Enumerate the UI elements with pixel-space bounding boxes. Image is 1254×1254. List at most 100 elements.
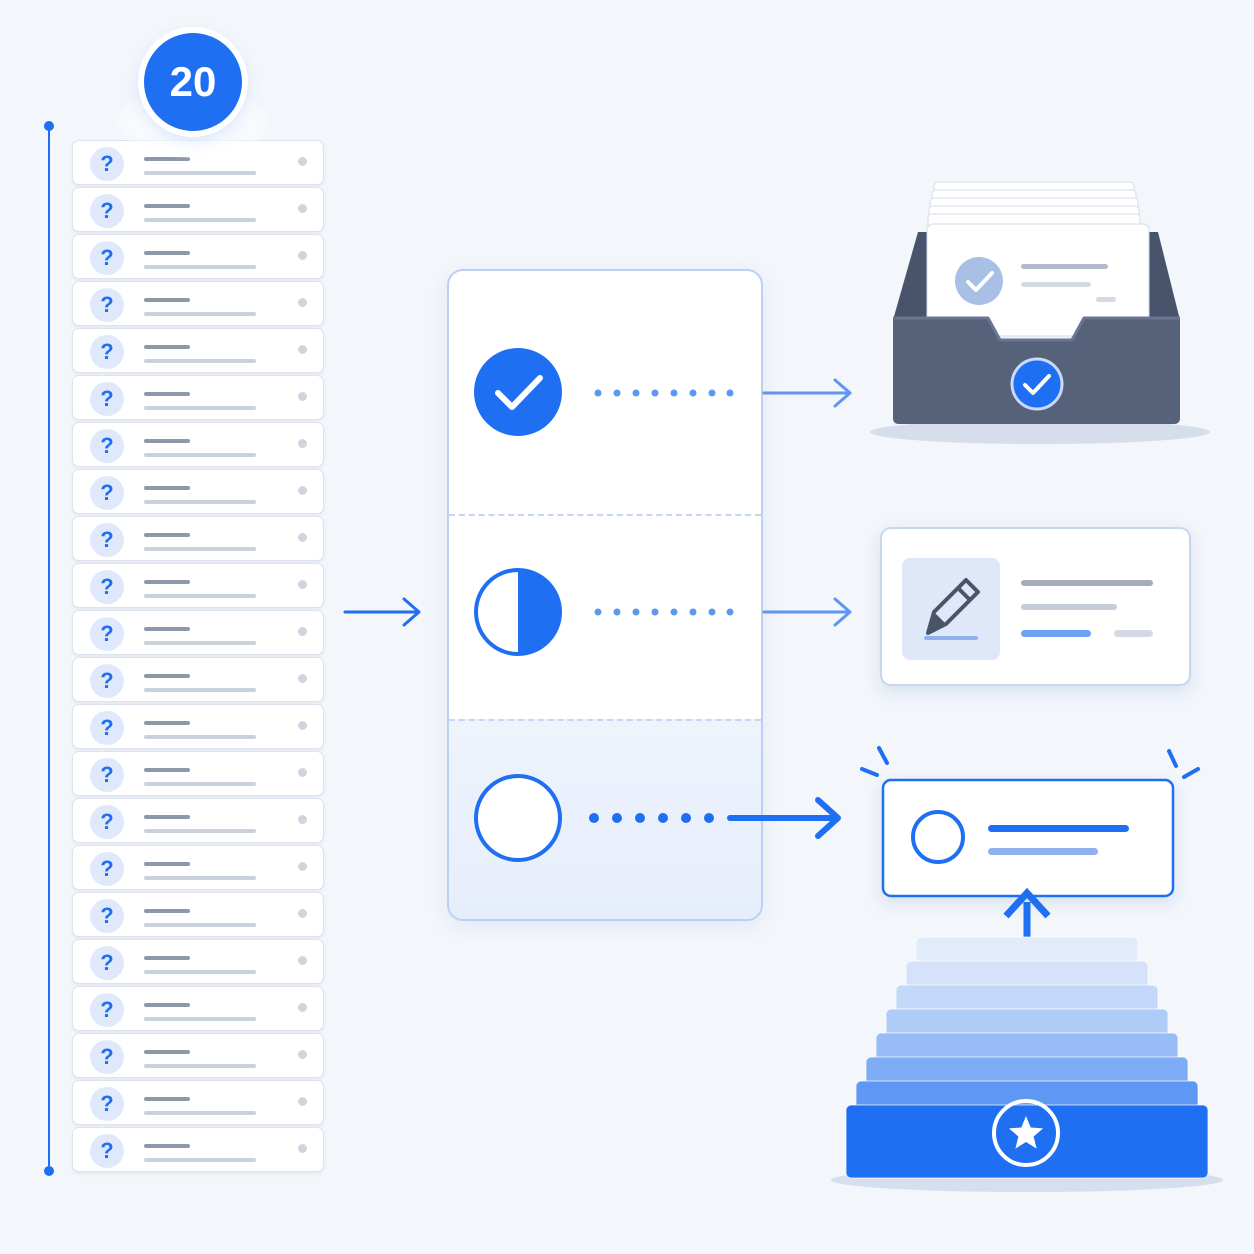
card-text-line (144, 406, 256, 410)
question-card: ? (72, 798, 324, 843)
card-title-line (144, 1144, 190, 1148)
star-icon (992, 1099, 1060, 1167)
count-badge: 20 (144, 33, 242, 131)
card-status-dot (298, 439, 307, 448)
card-title-line (144, 251, 190, 255)
dotted-connector-2 (594, 608, 734, 616)
card-text-line (144, 641, 256, 645)
card-text-line (144, 453, 256, 457)
question-card: ? (72, 281, 324, 326)
card-text-line (144, 218, 256, 222)
card-title-line (144, 862, 190, 866)
card-status-dot (298, 486, 307, 495)
question-card: ? (72, 516, 324, 561)
card-text-line (144, 171, 256, 175)
question-card: ? (72, 986, 324, 1031)
card-status-dot (298, 204, 307, 213)
card-title-line (144, 580, 190, 584)
card-status-dot (298, 298, 307, 307)
question-card: ? (72, 1033, 324, 1078)
card-status-dot (298, 157, 307, 166)
card-status-dot (298, 1097, 307, 1106)
question-icon: ? (90, 758, 124, 792)
question-icon: ? (90, 335, 124, 369)
card-status-dot (298, 815, 307, 824)
card-text-line (144, 1064, 256, 1068)
question-icon: ? (90, 711, 124, 745)
question-card-stack: ?????????????????????? (72, 140, 324, 1174)
card-status-dot (298, 627, 307, 636)
card-text-line (144, 359, 256, 363)
dotted-connector-1 (594, 389, 734, 397)
card-title-line (144, 392, 190, 396)
card-title-line (144, 204, 190, 208)
question-icon: ? (90, 664, 124, 698)
pencil-icon (924, 578, 980, 640)
timeline-end-dot (44, 1166, 54, 1176)
panel-divider-2 (449, 719, 761, 721)
card-title-line (144, 956, 190, 960)
question-icon: ? (90, 805, 124, 839)
card-title-line (144, 1050, 190, 1054)
card-title-line (144, 298, 190, 302)
card-title-line (144, 345, 190, 349)
question-card: ? (72, 1127, 324, 1172)
card-text-line (144, 312, 256, 316)
empty-circle-icon (474, 774, 562, 862)
card-status-dot (298, 251, 307, 260)
card-title-line (144, 909, 190, 913)
card-status-dot (298, 956, 307, 965)
question-icon: ? (90, 946, 124, 980)
question-icon: ? (90, 899, 124, 933)
card-status-dot (298, 580, 307, 589)
question-icon: ? (90, 241, 124, 275)
panel-divider-1 (449, 514, 761, 516)
card-status-dot (298, 1003, 307, 1012)
card-text-line (144, 1158, 256, 1162)
question-icon: ? (90, 147, 124, 181)
card-title-line (144, 1003, 190, 1007)
card-status-dot (298, 768, 307, 777)
question-icon: ? (90, 194, 124, 228)
card-title-line (144, 486, 190, 490)
card-title-line (144, 721, 190, 725)
card-status-dot (298, 721, 307, 730)
card-title-line (144, 627, 190, 631)
arrow-into-panel (343, 597, 421, 627)
question-icon: ? (90, 570, 124, 604)
question-card: ? (72, 892, 324, 937)
card-text-line (144, 876, 256, 880)
question-card: ? (72, 657, 324, 702)
card-title-line (144, 439, 190, 443)
card-title-line (144, 533, 190, 537)
question-icon: ? (90, 523, 124, 557)
card-text-line (144, 1111, 256, 1115)
card-text-line (144, 923, 256, 927)
question-icon: ? (90, 288, 124, 322)
card-status-dot (298, 392, 307, 401)
card-status-dot (298, 1050, 307, 1059)
arrow-to-edit (762, 597, 852, 627)
card-text-line (144, 735, 256, 739)
half-circle-icon (474, 568, 562, 656)
question-icon: ? (90, 382, 124, 416)
question-card: ? (72, 704, 324, 749)
question-card: ? (72, 751, 324, 796)
question-icon: ? (90, 476, 124, 510)
queue-timeline (48, 126, 50, 1172)
card-title-line (144, 768, 190, 772)
question-card: ? (72, 610, 324, 655)
card-title-line (144, 1097, 190, 1101)
question-icon: ? (90, 1087, 124, 1121)
card-text-line (144, 500, 256, 504)
question-card: ? (72, 469, 324, 514)
question-icon: ? (90, 1134, 124, 1168)
question-card: ? (72, 422, 324, 467)
edit-card (880, 527, 1191, 686)
card-text-line (144, 688, 256, 692)
question-icon: ? (90, 1040, 124, 1074)
level-stack (831, 936, 1223, 1192)
question-card: ? (72, 939, 324, 984)
card-status-dot (298, 533, 307, 542)
